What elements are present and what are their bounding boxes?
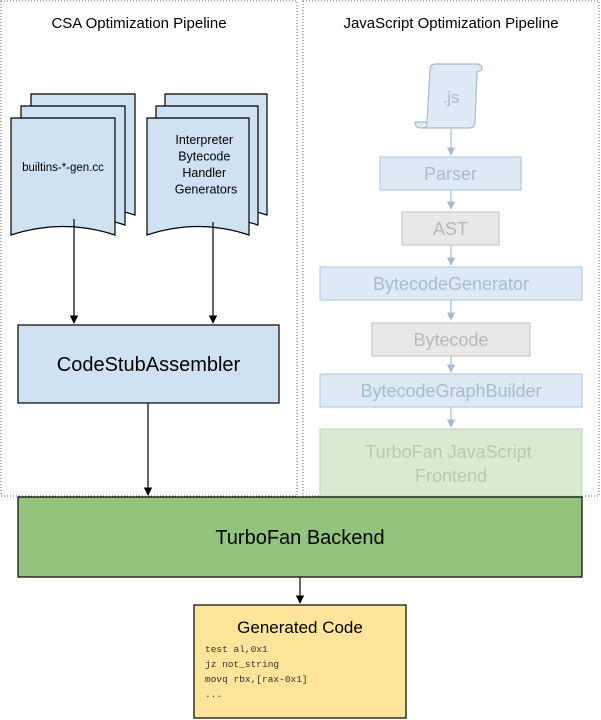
bytecode-label: Bytecode xyxy=(413,330,488,350)
builtins-doc-label: builtins-*-gen.cc xyxy=(22,162,104,174)
js-panel-title: JavaScript Optimization Pipeline xyxy=(343,15,558,32)
ast-box xyxy=(401,211,500,246)
turbofan-frontend-line: Frontend xyxy=(415,466,487,486)
generated-code-line: movq rbx,[rax-0x1] xyxy=(205,674,308,685)
builtins-doc xyxy=(10,117,116,236)
interpreter-doc-line: Interpreter xyxy=(175,133,233,147)
bytecode-generator-label: BytecodeGenerator xyxy=(373,274,529,294)
parser-label: Parser xyxy=(424,164,477,184)
parser-box xyxy=(379,156,522,191)
generated-code-title: Generated Code xyxy=(237,618,363,637)
interpreter-doc xyxy=(146,117,250,236)
interpreter-doc-line: Bytecode xyxy=(178,150,230,164)
csa-panel-title: CSA Optimization Pipeline xyxy=(51,15,226,32)
js-file-icon xyxy=(414,63,483,129)
generated-code-line: test al,0x1 xyxy=(205,644,268,655)
builtins-doc-stack xyxy=(10,93,136,236)
bytecode-box xyxy=(371,322,531,357)
turbofan-backend-label: TurboFan Backend xyxy=(215,527,384,549)
interpreter-doc-line: Generators xyxy=(175,183,238,197)
code-stub-assembler-label: CodeStubAssembler xyxy=(57,354,241,376)
interpreter-doc-line: Handler xyxy=(182,166,226,180)
js-file-label: .js xyxy=(443,88,460,107)
interpreter-doc-label: Interpreter Bytecode Handler Generators xyxy=(175,133,238,197)
ast-label: AST xyxy=(433,219,468,239)
generated-code-box xyxy=(193,604,407,719)
bytecode-generator-box xyxy=(319,266,583,301)
turbofan-frontend-box xyxy=(319,428,583,497)
generated-code-line: jz not_string xyxy=(205,659,279,670)
turbofan-frontend-line: TurboFan JavaScript xyxy=(365,442,531,462)
bytecode-graph-builder-label: BytecodeGraphBuilder xyxy=(360,381,541,401)
turbofan-frontend-label: TurboFan JavaScript Frontend xyxy=(365,442,536,486)
interpreter-doc-stack xyxy=(146,93,268,236)
bytecode-graph-builder-box xyxy=(319,373,583,408)
csa-panel xyxy=(0,0,298,497)
generated-code-line: ... xyxy=(205,689,222,700)
